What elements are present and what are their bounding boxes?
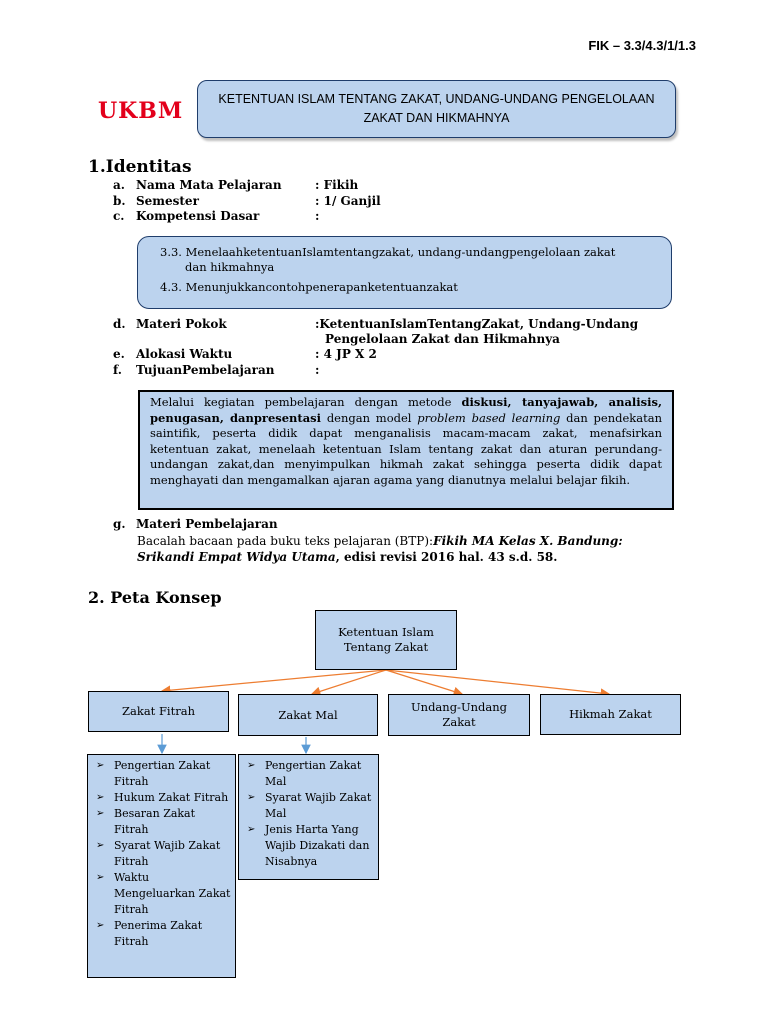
section-identitas-heading: 1.Identitas: [88, 157, 192, 177]
kd-item: 3.3. MenelaahketentuanIslamtentangzakat,…: [160, 245, 616, 259]
list-item: ➢Jenis Harta Yang Wajib Dizakati dan Nis…: [247, 823, 370, 868]
list-item: ➢Syarat Wajib Zakat Mal: [247, 791, 372, 820]
materi-pembelajaran-text: Bacalah bacaan pada buku teks pelajaran …: [137, 534, 623, 564]
arrowhead-bullet-icon: ➢: [96, 760, 105, 771]
kompetensi-dasar-box: 3.3. MenelaahketentuanIslamtentangzakat,…: [137, 236, 672, 309]
list-item: ➢Waktu Mengeluarkan Zakat Fitrah: [96, 871, 231, 916]
arrowhead-bullet-icon: ➢: [247, 760, 256, 771]
fitrah-subtopics-list: ➢Pengertian Zakat Fitrah ➢Hukum Zakat Fi…: [87, 754, 236, 978]
blue-arrows: [157, 734, 311, 755]
list-item: ➢Pengertian Zakat Mal: [247, 759, 362, 788]
arrowhead-bullet-icon: ➢: [247, 792, 256, 803]
kd-item-continuation: dan hikmahnya: [185, 260, 275, 274]
arrowhead-bullet-icon: ➢: [96, 808, 105, 819]
section-peta-konsep-heading: 2. Peta Konsep: [88, 588, 222, 607]
list-item: ➢Hukum Zakat Fitrah: [96, 791, 229, 804]
identitas-row: b. Semester : 1/ Ganjil: [113, 194, 381, 208]
concept-node-zakat-mal: Zakat Mal: [238, 694, 378, 736]
concept-node-undang-undang: Undang-Undang Zakat: [388, 694, 530, 736]
identitas-row: e. Alokasi Waktu : 4 JP X 2: [113, 347, 377, 361]
identitas-row: d. Materi Pokok :KetentuanIslamTentangZa…: [113, 317, 639, 346]
kd-item: 4.3. Menunjukkancontohpenerapanketentuan…: [160, 280, 458, 294]
ukbm-logo: UKBM: [98, 98, 184, 124]
arrow-to-hikmah: [385, 669, 611, 698]
orange-arrows: [160, 669, 611, 698]
arrow-to-undang-undang: [385, 669, 464, 697]
identitas-row: f. TujuanPembelajaran :: [113, 363, 320, 377]
materi-pembelajaran-row: g. Materi Pembelajaran: [113, 517, 278, 531]
concept-node-hikmah-zakat: Hikmah Zakat: [540, 694, 681, 735]
concept-node-zakat-fitrah: Zakat Fitrah: [88, 691, 229, 732]
document-code: FIK – 3.3/4.3/1/1.3: [588, 38, 696, 53]
arrowhead-bullet-icon: ➢: [96, 840, 105, 851]
arrowhead-bullet-icon: ➢: [96, 792, 105, 803]
identitas-row: a. Nama Mata Pelajaran : Fikih: [113, 178, 359, 192]
identitas-row: c. Kompetensi Dasar :: [113, 209, 320, 223]
list-item: ➢Besaran Zakat Fitrah: [96, 807, 196, 836]
arrowhead-bullet-icon: ➢: [96, 872, 105, 883]
tujuan-pembelajaran-box: Melalui kegiatan pembelajaran dengan met…: [138, 390, 674, 510]
arrowhead-bullet-icon: ➢: [247, 824, 256, 835]
document-title: KETENTUAN ISLAM TENTANG ZAKAT, UNDANG-UN…: [218, 92, 655, 125]
list-item: ➢Pengertian Zakat Fitrah: [96, 759, 211, 788]
arrowhead-bullet-icon: ➢: [96, 920, 105, 931]
title-box: KETENTUAN ISLAM TENTANG ZAKAT, UNDANG-UN…: [197, 80, 676, 138]
list-item: ➢Syarat Wajib Zakat Fitrah: [96, 839, 221, 868]
mal-subtopics-list: ➢Pengertian Zakat Mal ➢Syarat Wajib Zaka…: [238, 754, 379, 880]
list-item: ➢Penerima Zakat Fitrah: [96, 919, 203, 948]
arrow-to-zakat-mal: [310, 669, 387, 696]
concept-root-node: Ketentuan Islam Tentang Zakat: [315, 610, 457, 670]
arrow-to-zakat-fitrah: [160, 669, 387, 695]
